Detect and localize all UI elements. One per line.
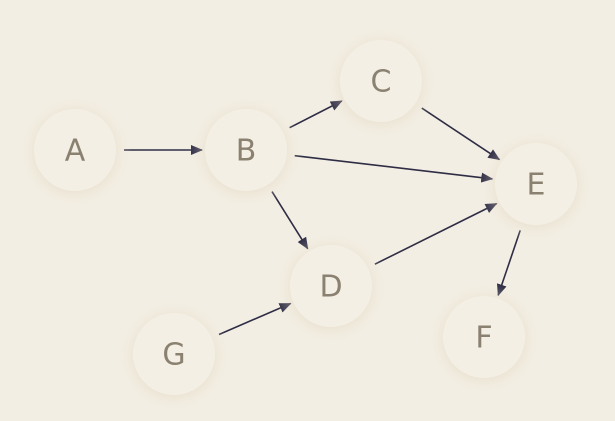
node-g: G bbox=[117, 299, 231, 413]
node-b-circle bbox=[205, 109, 287, 191]
node-e: E bbox=[479, 129, 593, 243]
node-c-circle bbox=[340, 40, 422, 122]
node-c: C bbox=[324, 26, 438, 140]
edge-e-to-f bbox=[496, 230, 521, 297]
edge-d-to-e bbox=[374, 202, 498, 265]
node-g-circle bbox=[133, 313, 215, 395]
node-f-circle bbox=[443, 296, 525, 378]
node-b: B bbox=[189, 95, 303, 209]
node-d: D bbox=[274, 231, 388, 345]
node-a: A bbox=[18, 95, 132, 209]
edge-c-to-e bbox=[421, 107, 501, 161]
node-f: F bbox=[427, 282, 541, 396]
node-e-circle bbox=[495, 143, 577, 225]
edge-b-to-e bbox=[294, 154, 494, 183]
node-a-circle bbox=[34, 109, 116, 191]
node-d-circle bbox=[290, 245, 372, 327]
